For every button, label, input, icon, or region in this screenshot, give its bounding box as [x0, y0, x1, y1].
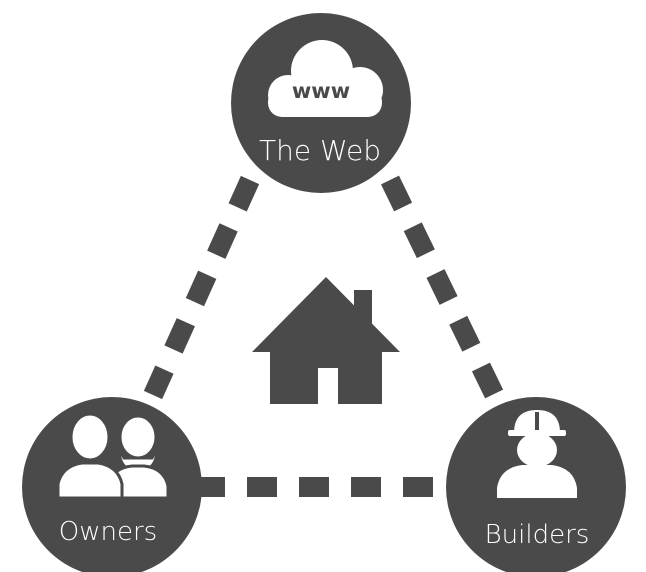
connectors: [143, 175, 506, 497]
node-the-web: www The Web: [231, 13, 411, 193]
node-label-owners: Owners: [59, 517, 157, 547]
builder-icon: [497, 410, 577, 498]
connector-web-owners: [143, 175, 260, 400]
node-label-builders: Builders: [485, 520, 590, 550]
connector-web-builders: [381, 175, 506, 405]
cloud-icon: www: [268, 40, 383, 117]
node-owners: Owners: [22, 397, 202, 572]
people-icon: [56, 412, 170, 500]
house-icon: [252, 277, 400, 404]
node-builders: Builders: [446, 397, 626, 572]
node-label-the-web: The Web: [259, 134, 381, 167]
cloud-www-text: www: [292, 79, 350, 103]
